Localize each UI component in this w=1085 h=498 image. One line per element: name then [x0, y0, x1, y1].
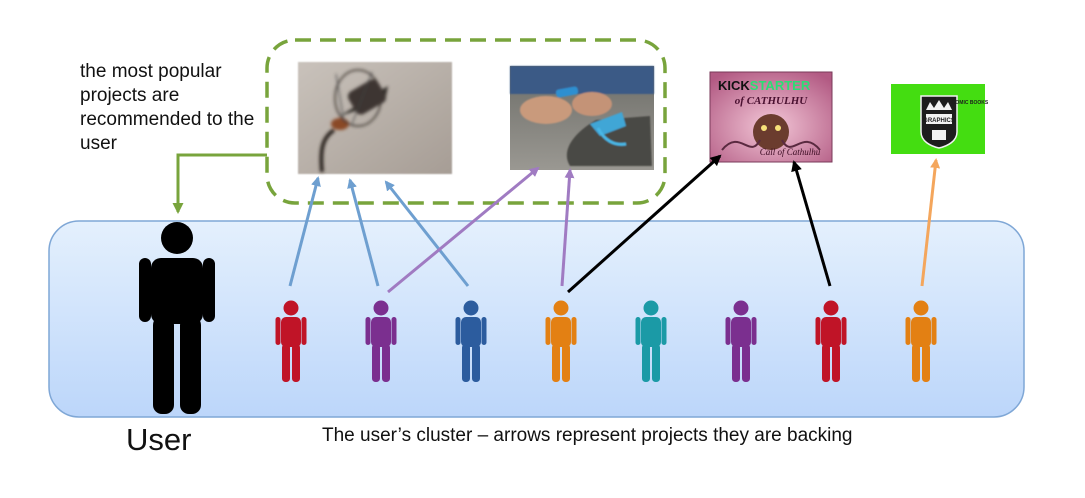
sneaker-photo-icon	[510, 66, 654, 170]
arrow-purple-to-project-2	[387, 166, 540, 294]
comic-logo-top-text: COMIC BOOKS	[952, 100, 989, 106]
comic-logo-icon: GRAPHICS COMIC BOOKS	[891, 84, 989, 154]
user-figure-icon	[139, 222, 215, 414]
arrow-red-to-project-3	[791, 160, 832, 287]
recommended-projects-box	[265, 38, 667, 205]
cluster-caption: The user’s cluster – arrows represent pr…	[322, 425, 853, 446]
user-label: User	[126, 422, 192, 457]
recommendation-arrow	[172, 153, 267, 214]
comic-logo-middle-text: GRAPHICS	[923, 118, 955, 124]
popular-projects-note: the most popular projects are recommende…	[80, 61, 255, 154]
arrow-orange-to-project-3	[566, 154, 722, 294]
arrow-purple-to-project-1	[347, 178, 380, 287]
svg-text:KICKSTARTER: KICKSTARTER	[718, 78, 811, 93]
kickstarter-title: Call of Cathulhu	[760, 147, 821, 157]
arrow-orange-to-project-2	[560, 168, 575, 287]
arrow-blue-to-project-1	[384, 180, 470, 287]
kickstarter-poster-icon: KICKSTARTER of CATHULHU Call of Cathulhu	[709, 71, 833, 163]
arrow-orange-to-project-4	[920, 158, 941, 287]
kickstarter-subtitle: of CATHULHU	[735, 95, 808, 107]
kickstarter-brand-starter: STARTER	[750, 78, 811, 93]
arrow-red-to-project-1	[288, 176, 321, 287]
kickstarter-brand-kick: KICK	[718, 78, 750, 93]
microphone-photo-icon	[298, 62, 452, 174]
